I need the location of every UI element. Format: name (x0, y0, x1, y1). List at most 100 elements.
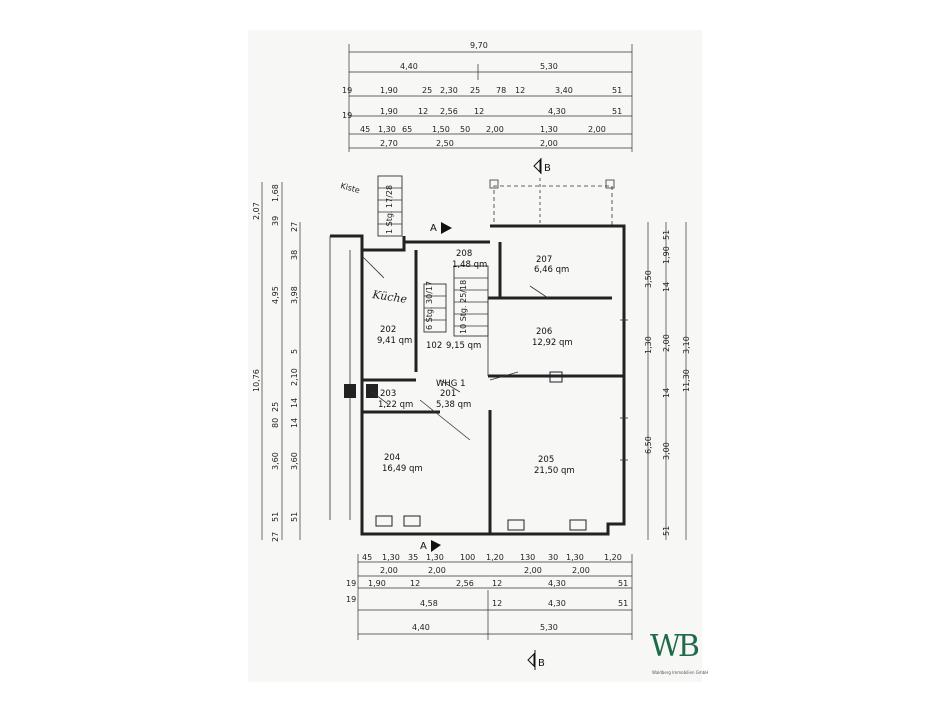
dim-left: 14 (290, 418, 299, 428)
dim-bottom: 51 (618, 599, 628, 608)
dim-left: 14 (290, 398, 299, 408)
unit-label: WHG 1 (436, 379, 466, 389)
svg-text:B: B (538, 658, 545, 669)
dim-bottom: 4,30 (548, 579, 566, 588)
stair-label: 1 Stg. 17/28 (385, 185, 394, 234)
bottom-dimensions: 45 1,30 35 1,30 100 1,20 130 30 1,30 1,2… (346, 553, 633, 640)
dim-top: 1,90 (380, 86, 398, 95)
dim-top: 1,30 (378, 125, 396, 134)
room-201: WHG 1 201 5,38 qm (436, 379, 471, 410)
dim-top: 2,00 (588, 125, 606, 134)
dim-top: 2,50 (436, 139, 454, 148)
svg-text:A: A (430, 223, 437, 234)
dim-right: 2,00 (662, 334, 671, 352)
dim-top: 25 (470, 86, 480, 95)
dim-bottom: 1,30 (382, 553, 400, 562)
dim-top: 5,30 (540, 62, 558, 71)
dim-left: 39 (271, 216, 280, 226)
room-number: 201 (440, 389, 456, 399)
dim-right: 1,90 (662, 246, 671, 264)
room-area: 1,22 qm (378, 400, 413, 410)
section-mark-a-top: A (430, 222, 452, 234)
room-label-kitchen: Küche (371, 288, 409, 306)
room-number: 208 (456, 249, 472, 259)
dim-right: 3,50 (644, 270, 653, 288)
room-205: 205 21,50 qm (534, 455, 575, 476)
dim-top: 2,30 (440, 86, 458, 95)
dim-left: 2,07 (252, 202, 261, 220)
dim-left: 5 (290, 349, 299, 354)
dim-right: 1,30 (644, 336, 653, 354)
dim-top: 4,40 (400, 62, 418, 71)
balcony-outline (489, 178, 615, 226)
dim-right: 3,00 (662, 442, 671, 460)
dim-overall-top: 9,70 (470, 41, 488, 50)
door-swings (361, 255, 549, 441)
left-dimensions: 10,76 2,07 4,95 25 80 3,60 51 27 1,68 39… (252, 182, 301, 542)
dim-top: 2,00 (540, 139, 558, 148)
dim-top: 2,70 (380, 139, 398, 148)
dim-top: 1,50 (432, 125, 450, 134)
dim-top: 1,30 (540, 125, 558, 134)
section-mark-b-top: B (533, 158, 551, 174)
logo-mark: WB (650, 629, 700, 664)
dim-left: 3,60 (271, 452, 280, 470)
dim-left: 51 (290, 512, 299, 522)
svg-text:A: A (420, 541, 427, 552)
dim-top: 12 (474, 107, 484, 116)
dim-top: 25 (422, 86, 432, 95)
dim-top: 3,40 (555, 86, 573, 95)
dim-right: 51 (662, 230, 671, 240)
dim-left: 27 (271, 532, 280, 542)
room-area: 5,38 qm (436, 400, 471, 410)
dim-top: 19 (342, 111, 352, 120)
right-dimensions: 3,50 1,30 6,50 1,90 14 2,00 14 3,00 51 5… (644, 222, 691, 540)
dim-top: 51 (612, 107, 622, 116)
dim-bottom: 2,00 (428, 566, 446, 575)
dim-bottom: 35 (408, 553, 418, 562)
dim-top: 1,90 (380, 107, 398, 116)
dim-bottom: 4,58 (420, 599, 438, 608)
dim-left: 51 (271, 512, 280, 522)
dim-left: 27 (290, 222, 299, 232)
room-number: 202 (380, 325, 396, 335)
dim-bottom: 45 (362, 553, 372, 562)
dim-bottom: 130 (520, 553, 535, 562)
stair-interior: 6 Stg. 30/17 10 Stg. 25/18 (423, 265, 489, 337)
room-area: 9,41 qm (377, 336, 412, 346)
dim-bottom: 1,30 (426, 553, 444, 562)
dim-right: 14 (662, 388, 671, 398)
dim-bottom: 19 (346, 579, 356, 588)
dim-bottom: 1,90 (368, 579, 386, 588)
room-number: 206 (536, 327, 552, 337)
room-206: 206 12,92 qm (532, 327, 573, 348)
stair-label: 6 Stg. 30/17 (425, 281, 434, 330)
stair-exterior: 1 Stg. 17/28 Kiste (339, 175, 403, 237)
dim-bottom: 12 (410, 579, 420, 588)
dim-right: 51 (662, 526, 671, 536)
room-area: 1,48 qm (452, 260, 487, 270)
room-203: 203 1,22 qm (378, 389, 413, 410)
dim-bottom: 12 (492, 579, 502, 588)
dim-left: 38 (290, 250, 299, 260)
dim-bottom: 4,30 (548, 599, 566, 608)
dim-left: 3,60 (290, 452, 299, 470)
section-mark-a-bottom: A (420, 540, 441, 552)
dim-left: 3,98 (290, 286, 299, 304)
svg-text:B: B (544, 163, 551, 174)
dim-top: 65 (402, 125, 412, 134)
room-area: 6,46 qm (534, 265, 569, 275)
room-207: 207 6,46 qm (534, 255, 569, 275)
dim-left: 4,95 (271, 286, 280, 304)
dim-top: 4,30 (548, 107, 566, 116)
company-logo: WB Waldberg Immobilien GmbH (648, 632, 708, 678)
room-102: 102 9,15 qm (426, 341, 481, 351)
dim-left: 2,10 (290, 368, 299, 386)
dim-top: 78 (496, 86, 506, 95)
dim-top: 50 (460, 125, 470, 134)
dim-bottom: 1,20 (604, 553, 622, 562)
room-number: 102 (426, 341, 442, 351)
room-number: 205 (538, 455, 554, 465)
dim-top: 51 (612, 86, 622, 95)
